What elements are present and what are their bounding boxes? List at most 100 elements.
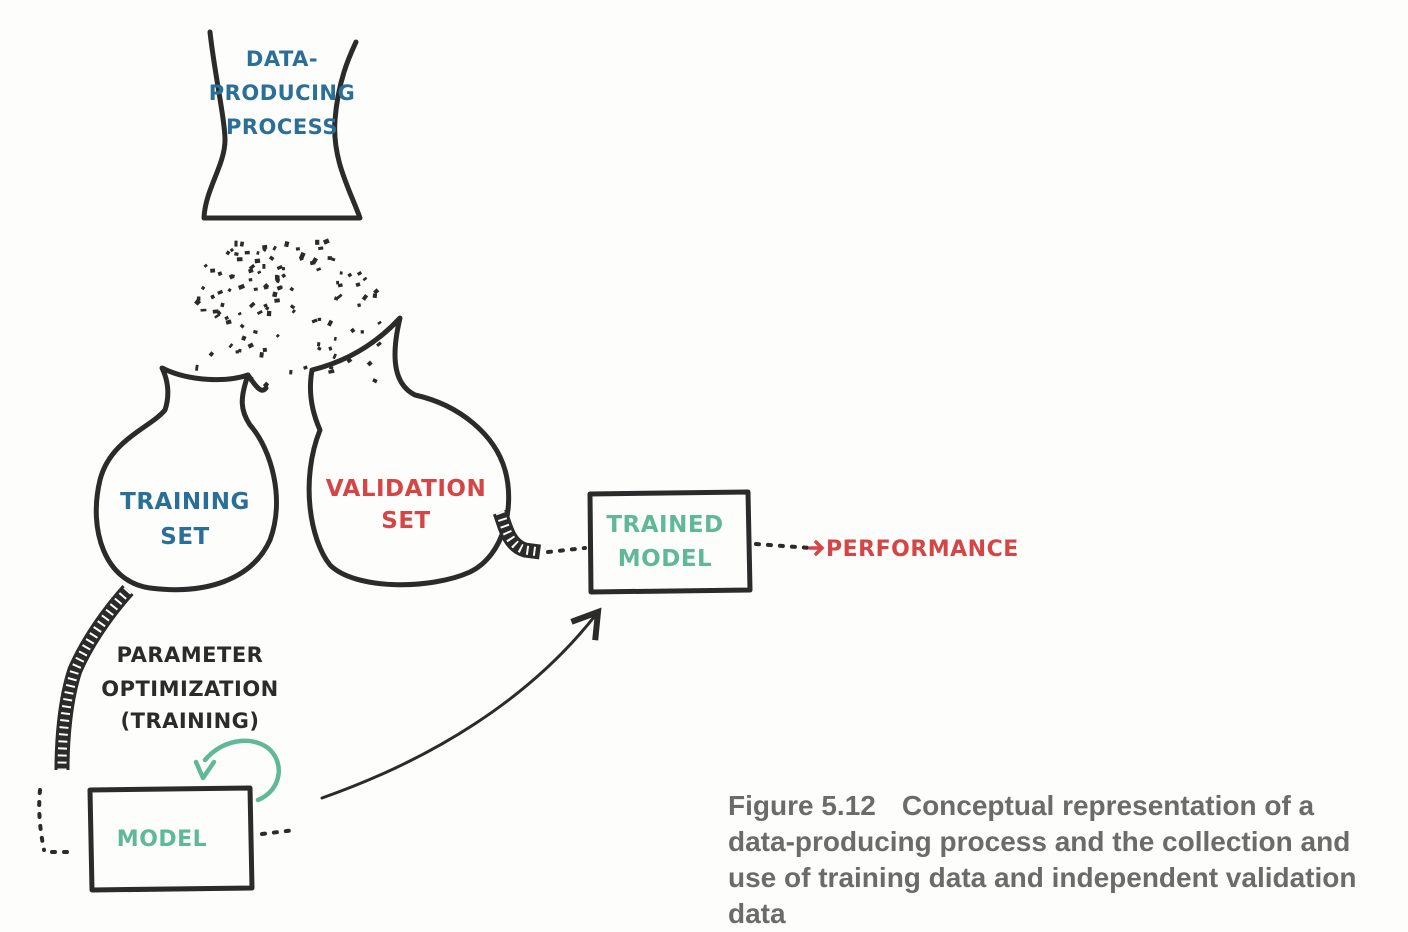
performance-label: PERFORMANCE [826, 537, 1019, 562]
data-point-dot [195, 364, 199, 371]
data-point-dot [318, 246, 324, 251]
data-point-dot [373, 288, 380, 295]
training-set-bag: TRAINING SET [93, 365, 279, 593]
data-point-dot [322, 238, 330, 245]
optimization-label-line-1: PARAMETER [117, 643, 264, 667]
model-to-trained-arrow [320, 607, 602, 800]
validation-set-label-line-1: VALIDATION [326, 476, 486, 502]
process-label-line-3: PROCESS [226, 115, 338, 139]
data-point-dot [256, 251, 260, 255]
validation-set-label-line-2: SET [381, 508, 430, 534]
data-point-dot [262, 264, 266, 269]
data-point-dot [238, 348, 242, 353]
data-point-dot [316, 267, 322, 272]
diagram-canvas: DATA- PRODUCING PROCESS TRAINING SET VAL… [37, 29, 1019, 893]
data-point-dot [362, 276, 368, 282]
training-set-label-line-1: TRAINING [120, 489, 250, 515]
data-point-dot [229, 247, 235, 253]
data-point-dot [208, 351, 215, 357]
data-point-dot [350, 327, 356, 334]
performance-output: PERFORMANCE [754, 537, 1019, 562]
data-point-dot [337, 283, 343, 288]
data-point-dot [376, 341, 382, 348]
data-point-dot [361, 294, 369, 301]
parameter-optimization-label: PARAMETER OPTIMIZATION (TRAINING) [101, 643, 278, 733]
data-point-dot [289, 369, 293, 375]
data-point-dot [333, 336, 337, 341]
data-point-dot [200, 308, 207, 312]
data-point-dot [236, 257, 243, 262]
data-point-dot [248, 263, 256, 271]
data-point-dot [272, 291, 278, 298]
trained-model-label-line-2: MODEL [618, 546, 712, 572]
data-point-dot [291, 309, 296, 314]
data-point-dot [217, 289, 224, 295]
data-point-dot [315, 239, 320, 245]
data-point-dot [257, 270, 262, 275]
data-point-dot [228, 343, 234, 349]
data-point-dot [196, 296, 201, 301]
model-label: MODEL [117, 827, 207, 852]
data-point-dot [220, 302, 225, 308]
process-label-line-1: DATA- [246, 47, 318, 71]
data-point-dot [254, 258, 261, 264]
data-point-dot [244, 250, 250, 255]
data-point-dot [336, 280, 339, 285]
data-point-dot [289, 286, 295, 292]
data-point-dot [210, 294, 216, 300]
data-point-dot [346, 357, 353, 364]
data-point-dot [237, 283, 246, 290]
data-point-dot [311, 257, 319, 264]
data-point-dot [339, 271, 343, 275]
data-point-dot [224, 315, 230, 321]
data-point-dot [316, 346, 322, 351]
data-point-dot [241, 335, 247, 341]
data-point-dot [266, 310, 272, 317]
data-point-dot [289, 304, 296, 310]
data-point-dot [276, 265, 283, 271]
data-point-dot [284, 241, 290, 248]
caption-text: Conceptual representation of a data-prod… [728, 790, 1357, 929]
data-point-dot [256, 310, 263, 316]
data-point-dot [328, 369, 335, 374]
process-label-line-2: PRODUCING [209, 81, 355, 105]
data-point-dot [295, 247, 300, 251]
data-point-dot [262, 247, 267, 252]
data-point-dot [194, 298, 201, 305]
data-point-dot [336, 293, 343, 300]
data-point-dot [330, 257, 336, 262]
data-point-dot [303, 365, 308, 370]
data-point-dot [262, 283, 270, 290]
optimization-loop-arrow [193, 738, 281, 803]
data-point-dot [372, 378, 378, 384]
data-point-dot [239, 241, 245, 247]
data-point-dot [203, 263, 208, 268]
data-point-dot [328, 346, 333, 351]
training-data-tube [37, 584, 134, 854]
data-point-dot [225, 250, 231, 256]
data-point-dot [281, 273, 287, 279]
data-point-dot [214, 313, 221, 319]
data-point-dot [234, 252, 239, 257]
data-point-dot [248, 301, 256, 309]
data-point-dot [217, 271, 223, 277]
data-point-dot [275, 274, 278, 280]
data-point-dot [360, 330, 364, 334]
data-point-dot [327, 319, 334, 327]
data-point-dot [347, 272, 353, 278]
optimization-label-line-3: (TRAINING) [121, 709, 260, 733]
data-point-dot [355, 282, 361, 288]
data-point-dot [262, 244, 268, 250]
data-point-dot [264, 306, 270, 311]
data-point-dot [231, 274, 236, 279]
model-box: MODEL [87, 785, 297, 893]
data-point-dot [210, 268, 216, 273]
training-set-label-line-2: SET [160, 524, 209, 550]
data-point-dot [357, 303, 362, 308]
data-point-dot [327, 256, 332, 261]
data-point-dot [237, 311, 242, 316]
data-point-dot [274, 298, 281, 303]
caption-number: Figure 5.12 [728, 790, 876, 821]
data-point-dot [377, 320, 382, 325]
data-point-dot [253, 329, 258, 335]
